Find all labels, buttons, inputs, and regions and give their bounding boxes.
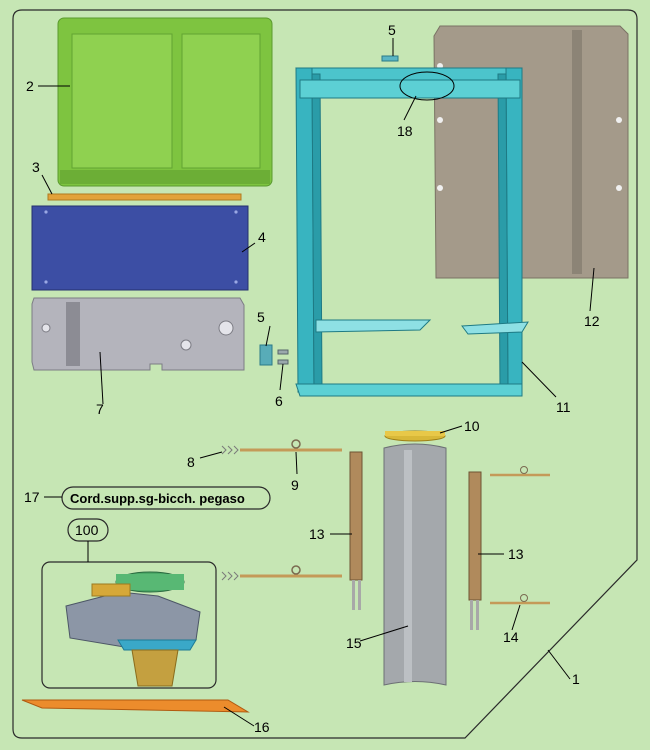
- part-10-yellow-lid: [384, 430, 446, 442]
- part-label-6: 6: [275, 393, 283, 409]
- part-9-rod-lower: [240, 565, 342, 578]
- part-label-14: 14: [503, 629, 519, 645]
- part-label-10: 10: [464, 418, 480, 434]
- leader-lines: [38, 38, 595, 727]
- part-label-4: 4: [258, 229, 266, 245]
- part-18-highlight-ellipse: [399, 71, 455, 101]
- part-label-15: 15: [346, 635, 362, 651]
- part-2-green-panel: [57, 17, 273, 187]
- part-label-13-left: 13: [309, 526, 325, 542]
- part-17-callout: [61, 486, 271, 510]
- part-8-springs: [221, 445, 239, 581]
- part-3-orange-strip: [47, 193, 242, 201]
- part-label-3: 3: [32, 159, 40, 175]
- part-label-17: 17: [24, 489, 40, 505]
- part-label-8: 8: [187, 454, 195, 470]
- part-label-12: 12: [584, 313, 600, 329]
- part-4-blue-panel: [31, 205, 249, 291]
- part-label-13-right: 13: [508, 546, 524, 562]
- part-13-column-left: [349, 451, 363, 610]
- part-16-orange-tray: [21, 699, 250, 713]
- part-label-16: 16: [254, 719, 270, 735]
- part-11-teal-frame: [295, 67, 529, 397]
- part-label-100: 100: [75, 522, 99, 538]
- part-5-side-bracket: [259, 344, 273, 366]
- part-6-screws: [277, 349, 289, 365]
- part-label-2: 2: [26, 78, 34, 94]
- part-17-callout-text: Cord.supp.sg-bicch. pegaso: [70, 491, 245, 506]
- part-12-back-panel: [433, 25, 629, 279]
- part-9-rod-upper: [240, 439, 342, 452]
- part-label-9: 9: [291, 477, 299, 493]
- part-14-pin-upper: [490, 466, 550, 477]
- part-5-top-bracket: [381, 55, 399, 62]
- part-100-detail-box: [41, 561, 217, 689]
- part-label-18: 18: [397, 123, 413, 139]
- part-15-tube: [383, 443, 447, 686]
- part-label-11: 11: [556, 399, 571, 415]
- part-label-7: 7: [96, 401, 104, 417]
- part-label-1: 1: [572, 671, 580, 687]
- diagram-border: [12, 9, 638, 739]
- part-label-5-top: 5: [388, 22, 396, 38]
- part-label-5-side: 5: [257, 309, 265, 325]
- part-14-pin-lower: [490, 594, 550, 605]
- part-13-column-right: [468, 471, 482, 630]
- part-7-grey-panel: [31, 297, 245, 371]
